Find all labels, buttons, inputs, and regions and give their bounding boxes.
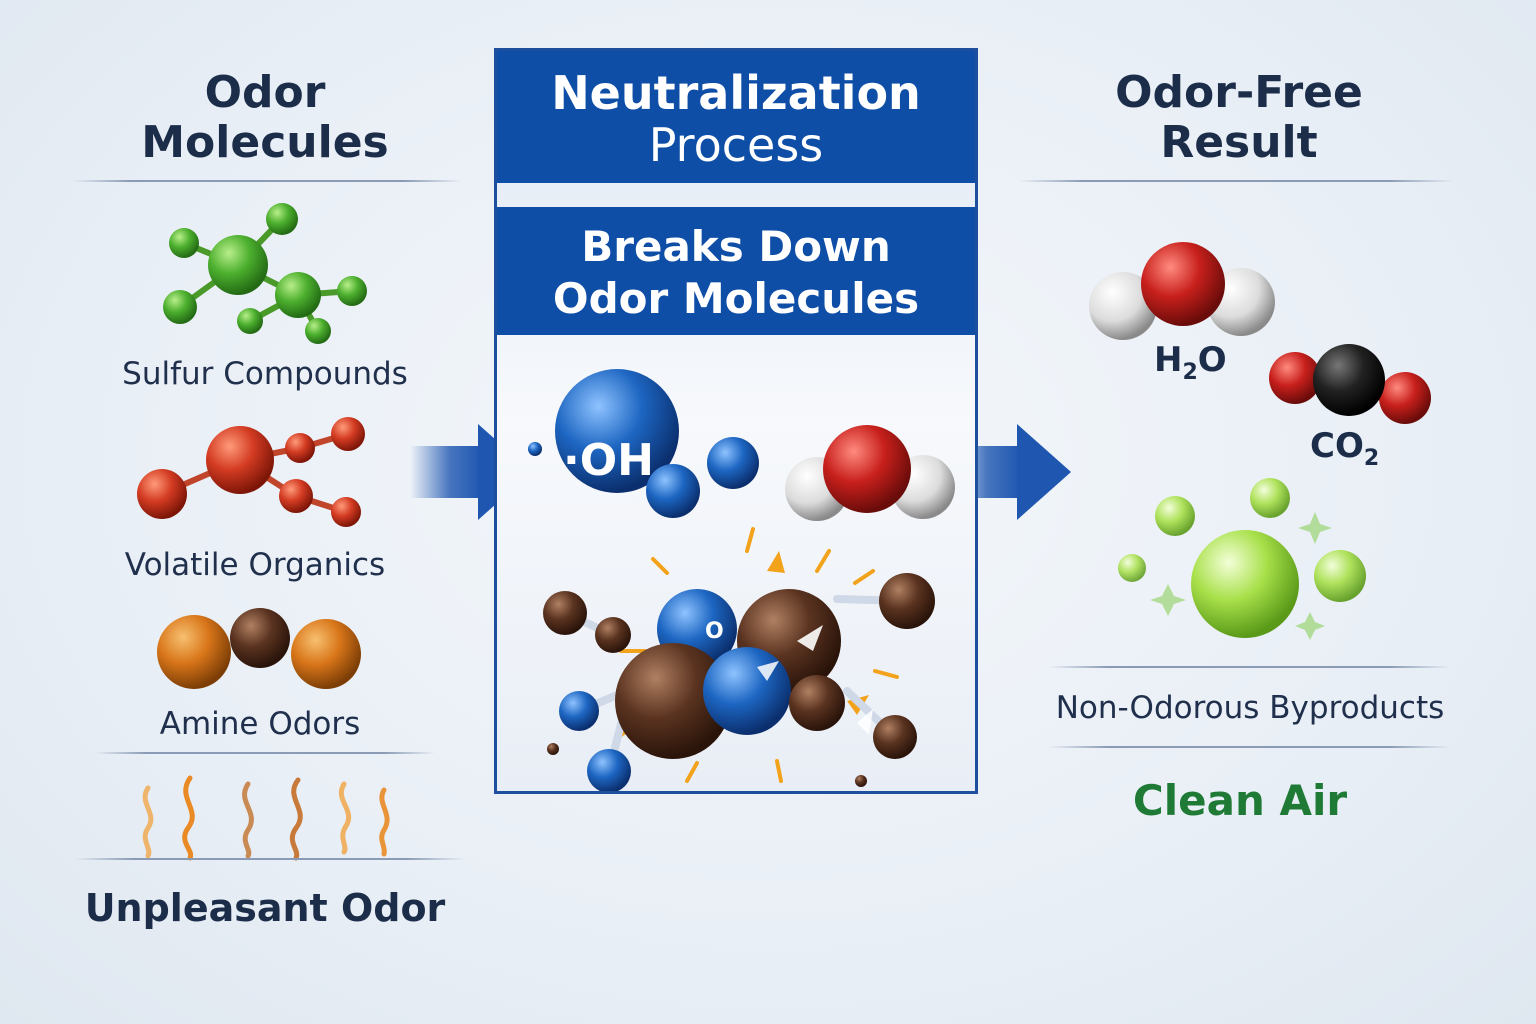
co2-formula: CO2 <box>1310 426 1379 471</box>
right-title-divider <box>1018 180 1454 182</box>
breaks-down-header: Breaks Down Odor Molecules <box>497 207 975 335</box>
byproducts-bottom-divider <box>1048 746 1450 748</box>
fumes-divider <box>75 858 465 860</box>
water-formula: H2O <box>1154 340 1227 385</box>
clean-bubbles-icon <box>1118 478 1366 640</box>
left-title-line2: Molecules <box>141 117 389 168</box>
right-title: Odor-Free Result <box>1080 68 1398 168</box>
sulfur-molecule-icon <box>163 203 367 344</box>
water-h: H <box>1154 340 1183 380</box>
amine-odors-label: Amine Odors <box>159 706 361 742</box>
left-title: Odor Molecules <box>110 68 420 168</box>
unpleasant-odor-label: Unpleasant Odor <box>84 886 446 930</box>
co2-c: CO <box>1310 426 1364 466</box>
odor-fumes-icon <box>142 775 390 861</box>
co2-sub: 2 <box>1363 445 1380 471</box>
neutralization-panel: Neutralization Process Breaks Down Odor … <box>494 48 978 794</box>
reaction-illustration <box>528 369 955 791</box>
water-sub: 2 <box>1182 359 1198 385</box>
volatile-organics-molecule-icon <box>137 417 365 527</box>
amine-divider <box>95 752 435 754</box>
left-title-line1: Odor <box>204 67 326 118</box>
co2-molecule-icon <box>1269 344 1431 424</box>
oh-radical-atom <box>555 369 679 493</box>
oh-radical-label: ·OH <box>563 435 654 486</box>
water-o: O <box>1197 340 1227 380</box>
neutralization-header: Neutralization Process <box>497 51 975 183</box>
clean-air-label: Clean Air <box>1132 776 1348 825</box>
non-odorous-byproducts-label: Non-Odorous Byproducts <box>1055 690 1445 726</box>
amine-molecule-icon <box>157 608 361 689</box>
breaks-down-line1: Breaks Down <box>581 222 891 271</box>
left-title-divider <box>72 180 462 182</box>
water-molecule-icon <box>1089 242 1275 340</box>
right-title-line1: Odor-Free <box>1115 67 1363 118</box>
byproducts-top-divider <box>1048 666 1450 668</box>
neutralization-title-line1: Neutralization <box>551 66 921 120</box>
volatile-organics-label: Volatile Organics <box>124 547 386 583</box>
neutralization-title-line2: Process <box>648 118 824 172</box>
breaks-down-line2: Odor Molecules <box>552 274 920 323</box>
sulfur-compounds-label: Sulfur Compounds <box>122 356 408 392</box>
right-title-line2: Result <box>1160 117 1318 168</box>
small-o-label: O <box>705 619 724 644</box>
